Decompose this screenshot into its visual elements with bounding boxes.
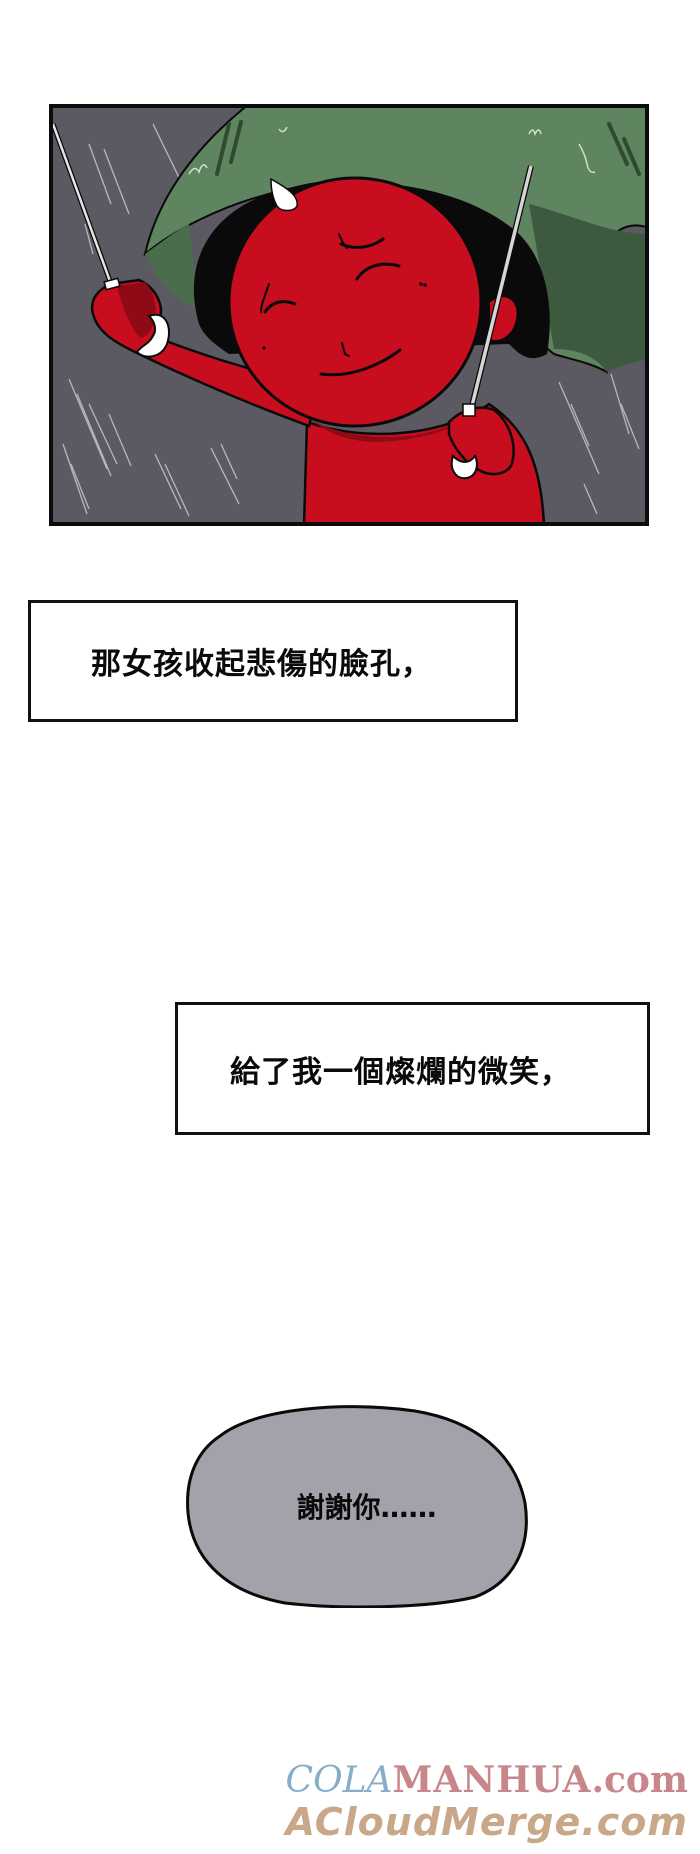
umbrella-inner-shade-left xyxy=(145,224,199,309)
caption-1-text: 那女孩收起悲傷的臉孔， xyxy=(91,647,432,682)
umbrella-hook-right xyxy=(450,454,478,480)
rain-streaks xyxy=(62,123,640,517)
smile-mouth xyxy=(319,348,402,377)
comic-panel-devil-umbrella xyxy=(49,104,649,526)
umbrella-dark-streaks xyxy=(215,120,641,176)
facial-features xyxy=(260,233,427,377)
left-eye-closed xyxy=(263,300,297,314)
speech-bubble-shape xyxy=(186,1405,528,1608)
right-hand xyxy=(447,406,515,476)
horn-icon xyxy=(270,177,298,212)
watermark-com: .com xyxy=(591,1759,688,1801)
narration-caption-1: 那女孩收起悲傷的臉孔， xyxy=(28,600,518,722)
narration-caption-2: 給了我一個燦爛的微笑， xyxy=(175,1002,650,1135)
caption-2-text: 給了我一個燦爛的微笑， xyxy=(230,1054,571,1090)
watermark-cola: COLA xyxy=(285,1760,393,1801)
right-eye-closed xyxy=(355,262,401,281)
left-hand-fingers-shade xyxy=(117,282,156,338)
devil-with-umbrella-illustration xyxy=(53,108,645,522)
face xyxy=(227,176,483,428)
umbrella-highlights xyxy=(188,126,596,175)
umbrella-underside-shade xyxy=(529,204,645,372)
watermark-line-1: COLAMANHUA.com xyxy=(286,1762,688,1799)
umbrella-hook-left xyxy=(135,313,170,358)
speech-bubble: 謝謝你…… xyxy=(185,1403,530,1608)
nose xyxy=(341,342,350,357)
watermark: COLAMANHUA.com ACloudMerge.com xyxy=(286,1762,688,1841)
watermark-manhua: MANHUA xyxy=(392,1759,592,1801)
speech-bubble-text: 謝謝你…… xyxy=(296,1490,437,1524)
watermark-line-2: ACloudMerge.com xyxy=(285,1800,688,1844)
